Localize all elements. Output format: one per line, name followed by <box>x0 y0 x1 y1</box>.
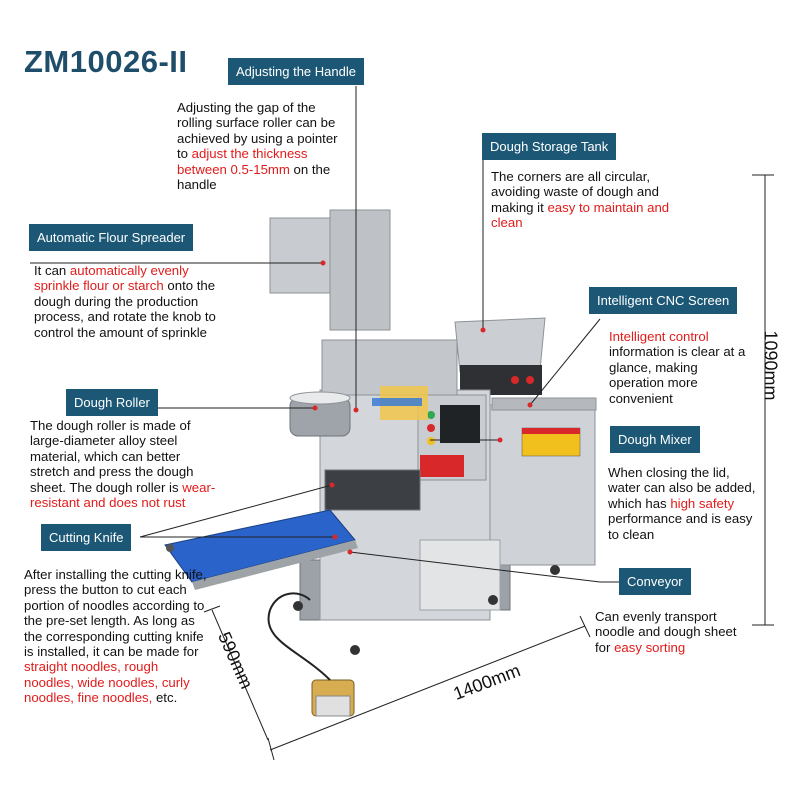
label-dough-storage-tank: Dough Storage Tank <box>482 133 617 160</box>
desc-conveyor: Can evenly transport noodle and dough sh… <box>595 609 737 655</box>
desc-dough-storage-tank: The corners are all circular, avoiding w… <box>491 169 670 231</box>
label-cutting-knife: Cutting Knife <box>41 524 132 551</box>
desc-flour-spreader: It can automatically evenly sprinkle flo… <box>34 263 216 340</box>
desc-dough-mixer: When closing the lid, water can also be … <box>608 465 756 542</box>
label-cnc-screen: Intelligent CNC Screen <box>589 287 738 314</box>
desc-dough-roller: The dough roller is made of large-diamet… <box>30 418 216 511</box>
desc-adjusting-handle: Adjusting the gap of the rolling surface… <box>177 100 338 193</box>
dimension-height: 1090mm <box>760 330 781 401</box>
desc-cnc-screen: Intelligent control information is clear… <box>609 329 746 406</box>
label-adjusting-handle: Adjusting the Handle <box>228 58 364 85</box>
label-flour-spreader: Automatic Flour Spreader <box>29 224 194 251</box>
dough-storage-tank <box>454 317 546 373</box>
dimension-lines <box>203 174 774 761</box>
label-dough-roller: Dough Roller <box>66 389 158 416</box>
desc-cutting-knife: After installing the cutting knife, pres… <box>24 567 207 706</box>
label-dough-mixer: Dough Mixer <box>610 426 700 453</box>
cnc-screen <box>440 405 480 443</box>
label-conveyor: Conveyor <box>619 568 691 595</box>
page-title: ZM10026-II <box>24 44 188 79</box>
cutting-area <box>324 469 421 511</box>
